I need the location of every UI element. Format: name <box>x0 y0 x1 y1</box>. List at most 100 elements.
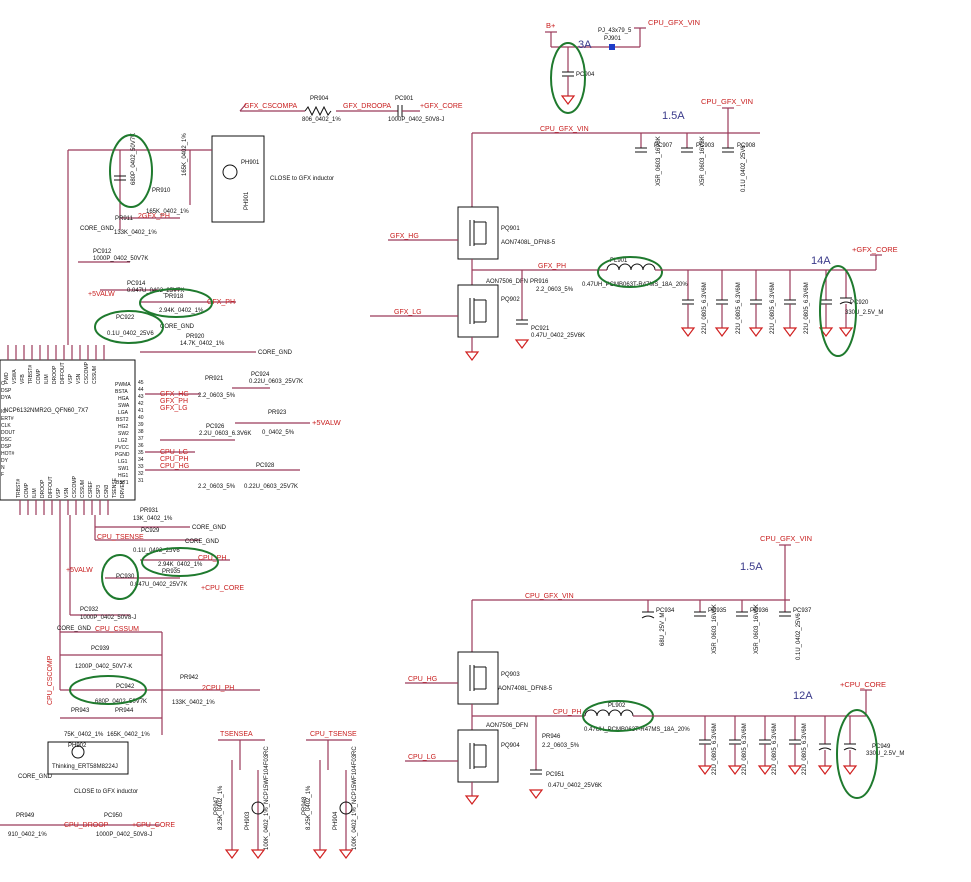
net-cpu-core-2: +CPU_CORE <box>132 822 175 829</box>
pq901-ref: PQ901 <box>501 226 520 232</box>
ph903-ref: PH903 <box>245 811 251 830</box>
ic-pin-label: DSC <box>1 437 12 443</box>
gfx-power-stage: PQ901 AON7408L_DFN8-5 GFX_HG GFX_PH AON7… <box>370 133 898 361</box>
pc908-ref: PC908 <box>737 143 756 149</box>
net-core-gnd-4: CORE_GND <box>192 525 227 531</box>
ic-drive-connections: PR921 2.2_0603_5% PC924 0.22U_0603_25V7K… <box>145 372 342 490</box>
ph904-ref: PH904 <box>333 811 339 830</box>
net-cpu-hg-2: CPU_HG <box>408 676 437 683</box>
net-gfx-lg-2: GFX_LG <box>160 405 188 412</box>
pl902-value: 0.47UH_PCMB063T-R47MS_18A_20% <box>584 727 690 733</box>
net-core-gnd-3: CORE_GND <box>258 350 293 356</box>
pq901-mosfet <box>457 206 499 260</box>
pr920-ref: PR920 <box>186 334 205 340</box>
pr910-value: 165K_0402_1% <box>146 209 189 215</box>
cap-comp-value: 680P_0402_50V7K <box>131 133 137 185</box>
ic-pin-label: C <box>1 381 5 387</box>
net-gfx-hg-2: GFX_HG <box>160 391 189 398</box>
ph901-tag: PH901 <box>241 160 260 166</box>
pr931-value: 13K_0402_1% <box>133 516 173 522</box>
ic-pin-num: 43 <box>138 394 144 400</box>
ic-pin-num: 40 <box>138 415 144 421</box>
pr946-ref: PR946 <box>542 734 561 740</box>
net-core-gnd-1: CORE_GND <box>80 226 115 232</box>
cap-value: 22U_0805_6.3V6M <box>712 723 718 775</box>
pc942-value: 680P_0402_50V7K <box>95 699 147 705</box>
ic-pin-label: TRBST# <box>28 365 34 384</box>
highlight-circle <box>69 675 147 705</box>
ic-pin-label: LG2 <box>118 438 128 444</box>
net-gfx-droopa: GFX_DROOPA <box>343 103 391 110</box>
ic-pin-label: BST1 <box>116 480 129 486</box>
ic-pin-label: DYA <box>1 395 12 401</box>
ic-pin-label: CSREF <box>88 481 94 498</box>
net-core-gnd-5: CORE_GND <box>185 539 220 545</box>
pr948-ref: PR948 <box>302 796 308 815</box>
pc907-value: X5R_0603_16V8K <box>656 136 662 186</box>
ph902-ref: PH902 <box>68 743 87 749</box>
cap-value: 22U_0805_6.3V6M <box>736 282 742 334</box>
pr923-ref: PR923 <box>268 410 287 416</box>
close-note-top: CLOSE to GFX inductor <box>270 176 334 182</box>
pc901-value: 1000P_0402_50V8-J <box>388 117 444 123</box>
ic-pin-label: SWA <box>118 403 130 409</box>
highlight-circle <box>819 265 857 357</box>
pc930-ref: PC930 <box>116 574 135 580</box>
current-14a: 14A <box>811 255 831 267</box>
ic-pin-num: 32 <box>138 471 144 477</box>
pr943-ref: PR943 <box>71 708 90 714</box>
pc936-value: X5R_0603_16V8K <box>754 604 760 654</box>
ic-pin-label: VSN <box>64 487 70 498</box>
ic-pin-num: 37 <box>138 436 144 442</box>
pc929-ref: PC929 <box>141 528 160 534</box>
net-2gfx-ph: 2GFX_PH <box>138 213 170 220</box>
ic-pin-label: CSCOMP <box>72 475 78 498</box>
net-gfx-ph-2: GFX_PH <box>207 299 235 306</box>
cap-value: 22U_0805_6.3V6M <box>772 723 778 775</box>
ic-pin-label: SW2 <box>118 431 129 437</box>
ic-pin-label: HG1 <box>118 473 129 479</box>
ic-pin-label: HOT# <box>1 451 15 457</box>
net-gfx-core-top: +GFX_CORE <box>420 103 463 110</box>
pc914-ref: PC914 <box>127 281 146 287</box>
pq903-value: AON7408L_DFN8-5 <box>498 686 553 692</box>
ic-pin-num: 38 <box>138 429 144 435</box>
gfx-output-caps: 22U_0805_6.3V6M 22U_0805_6.3V6M 22U_0805… <box>680 265 883 357</box>
ic-pin-label: CSSUM <box>80 480 86 498</box>
thermistor-icon <box>71 745 85 759</box>
pr911-value: 133K_0402_1% <box>114 230 157 236</box>
ph901-box <box>211 135 265 223</box>
pc901-ref: PC901 <box>395 96 414 102</box>
pq903-mosfet <box>457 651 499 705</box>
ic-pin-num: 35 <box>138 450 144 456</box>
highlight-circle <box>109 134 153 208</box>
ic-pin-label: SW1 <box>118 466 129 472</box>
pc924-value: 0.22U_0603_25V7K <box>249 379 303 385</box>
pc912-value: 1000P_0402_50V7K <box>93 256 148 262</box>
pr942-ref: PR942 <box>180 675 199 681</box>
pl902-ref: PL902 <box>608 703 626 709</box>
ic-pin-num: 41 <box>138 408 144 414</box>
pr947-value: 8.25K_0402_1% <box>218 785 224 830</box>
pc908-value: 0.1U_0402_25V6 <box>741 145 747 192</box>
net-cpu-gfx-vin-5: CPU_GFX_VIN <box>525 593 574 600</box>
ic-top-pins: PWD VSWA VFB TRBST# COMP ILIM DROOP DIFF… <box>4 361 98 384</box>
ic-bottom-pins: TRBST# COMP ILIM DROOP DIFFOUT VSP VSN C… <box>16 475 126 498</box>
net-gfx-ph-3: GFX_PH <box>160 398 188 405</box>
highlight-circle <box>836 709 878 799</box>
pr904-value: 806_0402_1% <box>302 117 341 123</box>
pr904-ref: PR904 <box>310 96 329 102</box>
pr942-value: 133K_0402_1% <box>172 700 215 706</box>
cap-value: 22U_0805_6.3V6M <box>742 723 748 775</box>
net-gfx-core-out: +GFX_CORE <box>852 245 898 254</box>
pc922-value: 0.1U_0402_25V6 <box>107 331 154 337</box>
ic-pin-label: ILIM <box>44 374 50 384</box>
pc935-ref: PC935 <box>708 608 727 614</box>
ic-pin-label: BSTA <box>115 389 128 395</box>
ic-pin-label: DIFFOUT <box>60 362 66 384</box>
ic-pin-label: CLK <box>1 423 11 429</box>
net-cpu-ph-1: CPU_PH <box>160 456 188 463</box>
pl901-ref: PL901 <box>610 258 628 264</box>
pr911-ref: PR911 <box>115 216 134 222</box>
pq902-ref: PQ902 <box>501 297 520 303</box>
